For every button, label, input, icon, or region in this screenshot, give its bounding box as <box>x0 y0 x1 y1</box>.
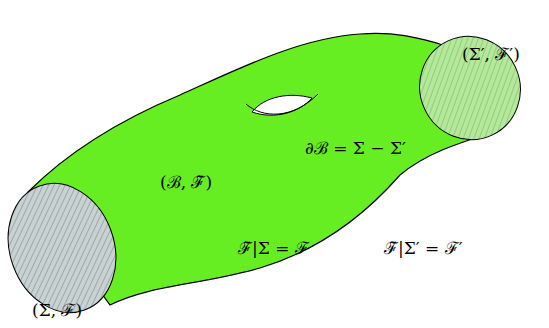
restriction-equation: ℱ̃|Σ = ℱ <box>238 238 309 258</box>
incoming-boundary-disk <box>0 168 133 328</box>
genus-crease <box>246 94 318 114</box>
restriction-equation: ℱ̃|Σ′ = ℱ′ <box>384 238 463 258</box>
cobordism-label: (ℬ, ℱ̃) <box>160 172 212 192</box>
end-pair-label: (Σ′, ℱ′) <box>462 44 520 64</box>
start-pair-label: (Σ, ℱ) <box>32 300 82 320</box>
outgoing-boundary-disk <box>403 20 538 157</box>
boundary-equation: ∂ℬ = Σ − Σ′ <box>305 138 406 158</box>
